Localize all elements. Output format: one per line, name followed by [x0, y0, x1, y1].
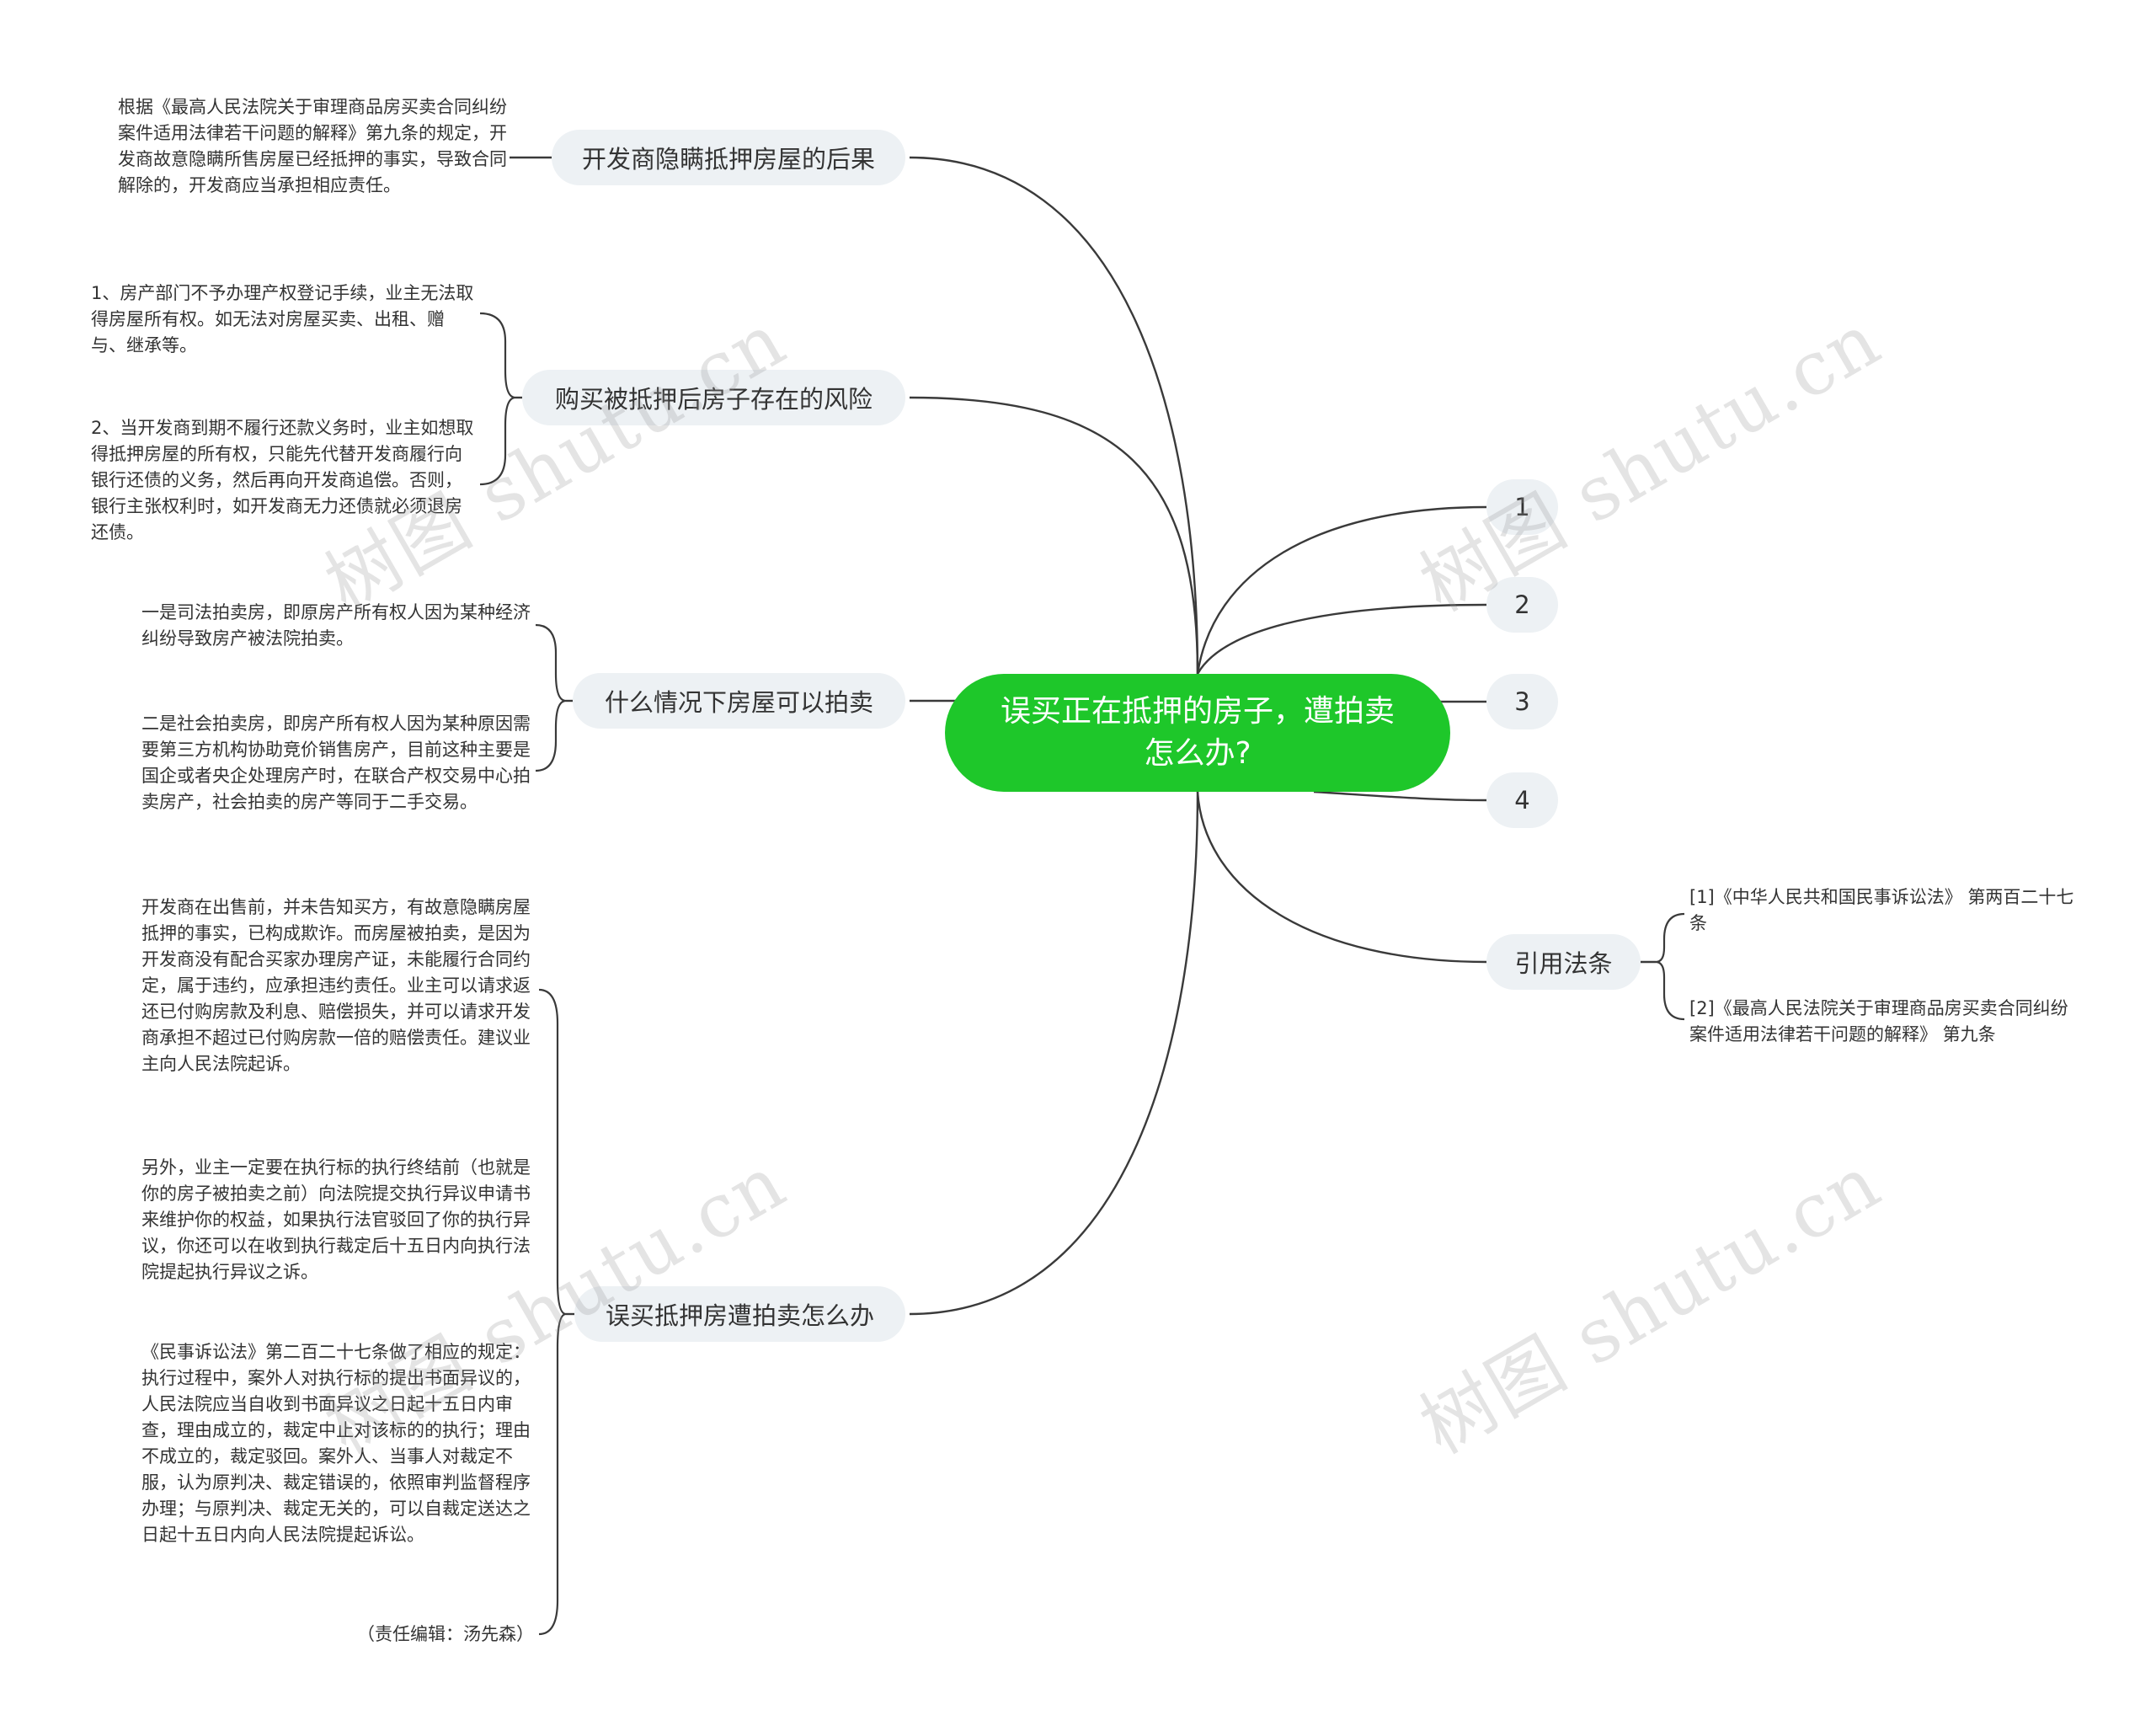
link-citations — [1196, 791, 1487, 964]
link-risk — [909, 396, 1199, 675]
topic-risk-label: 购买被抵押后房子存在的风险 — [554, 385, 873, 414]
topic-num-4[interactable]: 4 — [1486, 772, 1558, 828]
topic-num-3[interactable]: 3 — [1486, 674, 1558, 729]
link-consequence — [909, 156, 1199, 675]
topic-citations-label: 引用法条 — [1514, 949, 1613, 978]
topic-consequence[interactable]: 开发商隐瞒抵押房屋的后果 — [552, 130, 905, 185]
central-topic-label: 误买正在抵押的房子，遭拍卖怎么办? — [1000, 694, 1395, 771]
detail-auction-1: 一是司法拍卖房，即原房产所有权人因为某种经济纠纷导致房产被法院拍卖。 — [141, 602, 531, 649]
detail-citation-1: [1]《中华人民共和国民事诉讼法》 第两百二十七条 — [1689, 887, 2074, 933]
topic-citations[interactable]: 引用法条 — [1486, 934, 1641, 990]
detail-auction-2: 二是社会拍卖房，即房产所有权人因为某种原因需要第三方机构协助竞价销售房产，目前这… — [141, 713, 531, 812]
link-num-4 — [1313, 790, 1487, 802]
topic-handling-label: 误买抵押房遭拍卖怎么办 — [605, 1301, 874, 1330]
link-handling — [909, 791, 1199, 1316]
brace-citations — [1655, 912, 1685, 1021]
detail-risk-2: 2、当开发商到期不履行还款义务时，业主如想取得抵押房屋的所有权，只能先代替开发商… — [91, 418, 474, 542]
brace-auction — [535, 623, 567, 772]
detail-handling-editor: （责任编辑：汤先森） — [357, 1624, 534, 1644]
central-topic[interactable]: 误买正在抵押的房子，遭拍卖怎么办? — [945, 674, 1450, 792]
topic-num-2-label: 2 — [1514, 590, 1530, 619]
topic-num-1[interactable]: 1 — [1486, 479, 1558, 535]
link-num-1 — [1196, 505, 1487, 675]
detail-handling-3: 《民事诉讼法》第二百二十七条做了相应的规定：执行过程中，案外人对执行标的提出书面… — [141, 1342, 531, 1545]
topic-num-2[interactable]: 2 — [1486, 577, 1558, 633]
topic-risk[interactable]: 购买被抵押后房子存在的风险 — [522, 370, 905, 425]
topic-num-4-label: 4 — [1514, 786, 1530, 815]
topic-handling[interactable]: 误买抵押房遭拍卖怎么办 — [574, 1286, 905, 1342]
topic-auction[interactable]: 什么情况下房屋可以拍卖 — [573, 673, 905, 729]
detail-consequence-1: 根据《最高人民法院关于审理商品房买卖合同纠纷案件适用法律若干问题的解释》第九条的… — [118, 97, 507, 195]
topic-consequence-label: 开发商隐瞒抵押房屋的后果 — [581, 145, 875, 174]
topic-num-1-label: 1 — [1514, 493, 1530, 521]
detail-citation-2: [2]《最高人民法院关于审理商品房买卖合同纠纷案件适用法律若干问题的解释》 第九… — [1689, 998, 2068, 1044]
detail-handling-2: 另外，业主一定要在执行标的执行终结前（也就是你的房子被拍卖之前）向法院提交执行异… — [141, 1157, 531, 1282]
link-num-2 — [1196, 603, 1487, 675]
topic-num-3-label: 3 — [1514, 687, 1530, 716]
topic-auction-label: 什么情况下房屋可以拍卖 — [604, 688, 873, 717]
brace-handling — [538, 988, 567, 1636]
detail-risk-1: 1、房产部门不予办理产权登记手续，业主无法取得房屋所有权。如无法对房屋买卖、出租… — [91, 283, 474, 355]
brace-risk — [479, 312, 516, 486]
detail-handling-1: 开发商在出售前，并未告知买方，有故意隐瞒房屋抵押的事实，已构成欺诈。而房屋被拍卖… — [141, 897, 531, 1074]
